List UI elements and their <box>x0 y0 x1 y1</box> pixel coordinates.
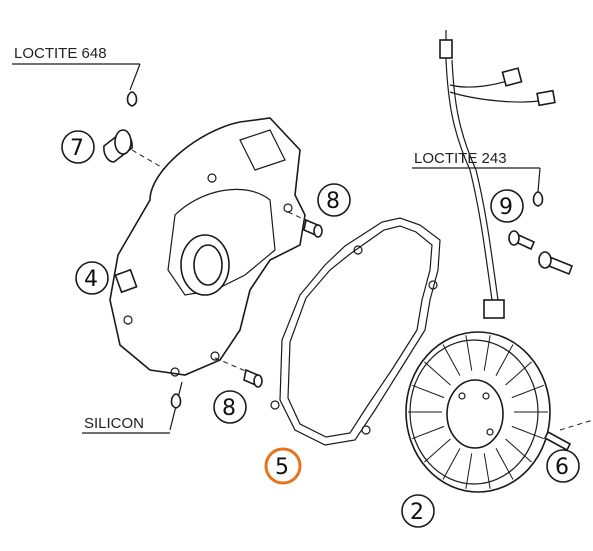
part-7-number-circle <box>61 130 95 164</box>
pin-axis-line <box>559 419 593 431</box>
part-7-bushing: 7 <box>61 129 181 179</box>
silicon-label: SILICON <box>84 415 144 432</box>
stator-tooth <box>465 335 473 371</box>
connector-branch-2 <box>536 89 556 107</box>
stator-tooth <box>505 361 532 386</box>
dowel-bottom-end <box>253 374 263 388</box>
stator-hole-1 <box>458 392 466 400</box>
part-7-number: 7 <box>70 136 84 161</box>
dowel-bottom-axis <box>214 357 249 373</box>
part-9-number-circle <box>490 189 524 223</box>
part-8-bottom-number: 8 <box>222 396 236 421</box>
stator-tooth <box>511 425 544 440</box>
loctite-648-callout: LOCTITE 648 <box>12 45 141 91</box>
stator-tooth <box>495 448 514 480</box>
part-6-number: 6 <box>555 455 569 480</box>
gasket-hole-1 <box>353 245 363 255</box>
part-4-number-circle <box>75 261 109 295</box>
silicon-callout: SILICON <box>82 381 183 434</box>
gasket-inner <box>287 225 433 438</box>
connector-top <box>439 39 453 59</box>
adhesive-drop-icon <box>126 91 138 107</box>
part-2-number-circle <box>401 494 435 528</box>
loctite-243-label: LOCTITE 243 <box>414 150 507 167</box>
branch-wire-1 <box>449 79 511 88</box>
loctite-648-label: LOCTITE 648 <box>14 45 107 62</box>
gasket-outer <box>279 217 441 446</box>
part-6-number-circle <box>546 449 580 483</box>
screw-2-head <box>538 251 552 269</box>
gasket-hole-3 <box>270 400 280 410</box>
loctite-243-leader <box>537 167 541 193</box>
dowel-top-end <box>313 224 323 238</box>
loctite-243-callout: LOCTITE 243 <box>412 150 544 207</box>
part-5-number: 5 <box>275 455 289 480</box>
part-5-gasket: 5 <box>264 217 441 485</box>
stator-tooth <box>412 425 445 440</box>
screw-1-head <box>508 230 520 246</box>
cover-bolt-hole-1 <box>207 173 217 183</box>
stator-hole-2 <box>486 428 494 436</box>
stator-tooth <box>412 384 445 399</box>
branch-wire-2 <box>449 91 546 103</box>
part-8-top-number-circle <box>317 183 351 217</box>
stator-tooth <box>511 384 544 399</box>
part-9-screws: 9 <box>490 189 574 276</box>
stator-tooth <box>483 453 491 489</box>
wiring-harness <box>439 30 556 319</box>
loctite-243-drop-icon <box>532 191 544 207</box>
stator-tooth <box>495 344 514 376</box>
connector-branch-1 <box>501 67 523 87</box>
part-8-top-number: 8 <box>326 189 340 214</box>
cover-bolt-hole-4 <box>210 351 220 361</box>
part-8-top-dowel: 8 <box>287 183 351 238</box>
stator-hole-3 <box>482 392 490 400</box>
part-4-number: 4 <box>84 267 98 292</box>
stator-tooth <box>465 453 473 489</box>
cover-bolt-hole-3 <box>123 315 133 325</box>
cover-bolt-hole-5 <box>170 367 180 377</box>
part-2-stator: 2 <box>401 331 551 528</box>
stator-windings <box>408 335 548 489</box>
cover-cable-slot <box>114 268 138 294</box>
stator-tooth <box>505 438 532 463</box>
part-5-highlight-circle <box>264 447 302 485</box>
part-9-number: 9 <box>499 195 513 220</box>
harness-main-b <box>451 59 499 301</box>
part-8-bottom-number-circle <box>213 390 247 424</box>
stator-bore <box>446 379 504 449</box>
cover-hub-inner <box>193 244 223 286</box>
harness-grommet <box>483 299 505 319</box>
stator-tooth <box>424 361 451 386</box>
pin-body <box>543 430 572 452</box>
harness-main-a <box>445 59 493 301</box>
part-2-number: 2 <box>410 500 424 525</box>
bushing-face <box>114 129 132 155</box>
loctite-648-leader <box>129 63 141 91</box>
part-6-pin: 6 <box>543 419 593 483</box>
part-8-bottom-dowel: 8 <box>213 357 263 424</box>
silicon-drop-icon <box>170 393 182 409</box>
stator-tooth <box>442 448 461 480</box>
stator-tooth <box>424 438 451 463</box>
stator-tooth <box>483 335 491 371</box>
cover-top-lug <box>239 129 286 171</box>
stator-tooth <box>442 344 461 376</box>
gasket-hole-2 <box>428 280 438 290</box>
gasket-hole-4 <box>361 425 371 435</box>
